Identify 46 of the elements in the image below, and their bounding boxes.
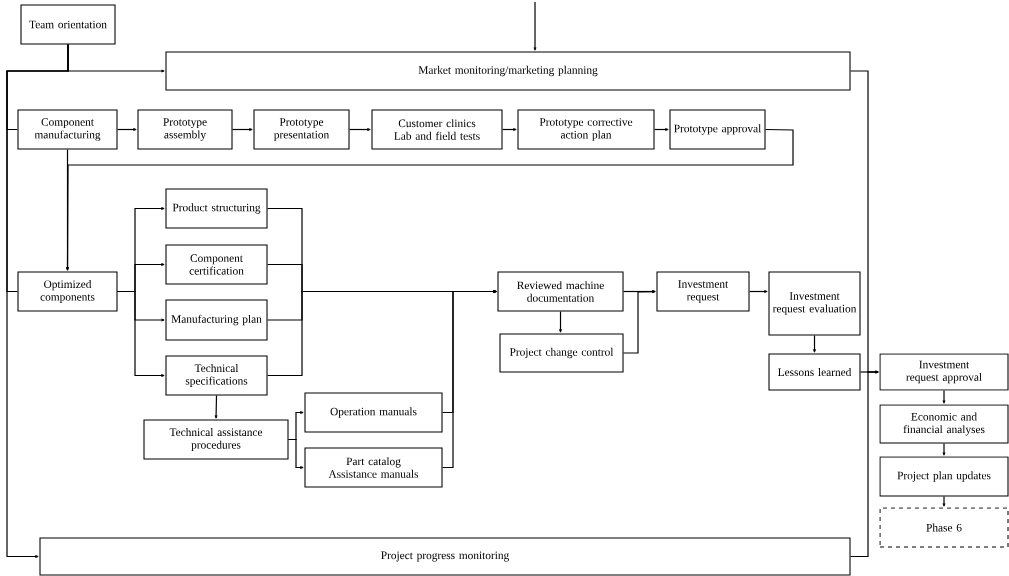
process-box: Phase 6 <box>879 507 1009 548</box>
process-box: Team orientation <box>20 4 116 45</box>
process-box: Prototype assembly <box>137 109 233 150</box>
arrow <box>287 438 304 469</box>
arrow <box>849 370 879 558</box>
arrow <box>942 495 946 507</box>
arrow <box>441 290 497 469</box>
arrow <box>6 43 69 558</box>
process-box: Optimized components <box>17 271 118 312</box>
process-box: Project progress monitoring <box>39 537 851 576</box>
process-box: Manufacturing plan <box>165 299 268 341</box>
arrow <box>653 128 669 131</box>
arrow <box>942 389 946 404</box>
process-box: Part catalog Assistance manuals <box>304 447 443 488</box>
arrow <box>66 148 69 271</box>
process-box: Investment request evaluation <box>768 271 861 336</box>
process-box: Investment request <box>656 271 750 312</box>
process-box: Operation manuals <box>304 392 443 433</box>
process-box: Component certification <box>165 244 268 285</box>
process-box: Economic and financial analyses <box>879 404 1009 444</box>
arrow <box>116 128 137 131</box>
process-box: Technical assistance procedures <box>143 419 289 460</box>
arrow <box>231 128 253 131</box>
arrow <box>214 394 218 419</box>
arrow <box>116 290 165 377</box>
arrow <box>533 1 537 51</box>
process-box: Technical specifications <box>165 355 268 396</box>
arrow <box>622 290 656 354</box>
arrow <box>501 128 517 131</box>
process-box: Reviewed machine documentation <box>497 271 624 312</box>
process-box: Project plan updates <box>879 456 1009 497</box>
arrow <box>348 128 371 131</box>
arrow <box>748 290 768 293</box>
process-box: Customer clinics Lab and field tests <box>371 109 503 150</box>
arrow <box>813 334 816 353</box>
process-box: Prototype corrective action plan <box>517 109 655 150</box>
process-box: Prototype approval <box>669 109 766 150</box>
arrow <box>942 442 946 456</box>
process-box: Market monitoring/marketing planning <box>165 51 851 91</box>
process-box: Prototype presentation <box>253 109 350 150</box>
process-box: Component manufacturing <box>17 109 118 150</box>
process-box: Lessons learned <box>768 353 861 391</box>
process-box: Product structuring <box>165 188 268 229</box>
process-box: Project change control <box>499 333 624 373</box>
arrow <box>559 310 562 333</box>
process-box: Investment request approval <box>879 353 1009 391</box>
